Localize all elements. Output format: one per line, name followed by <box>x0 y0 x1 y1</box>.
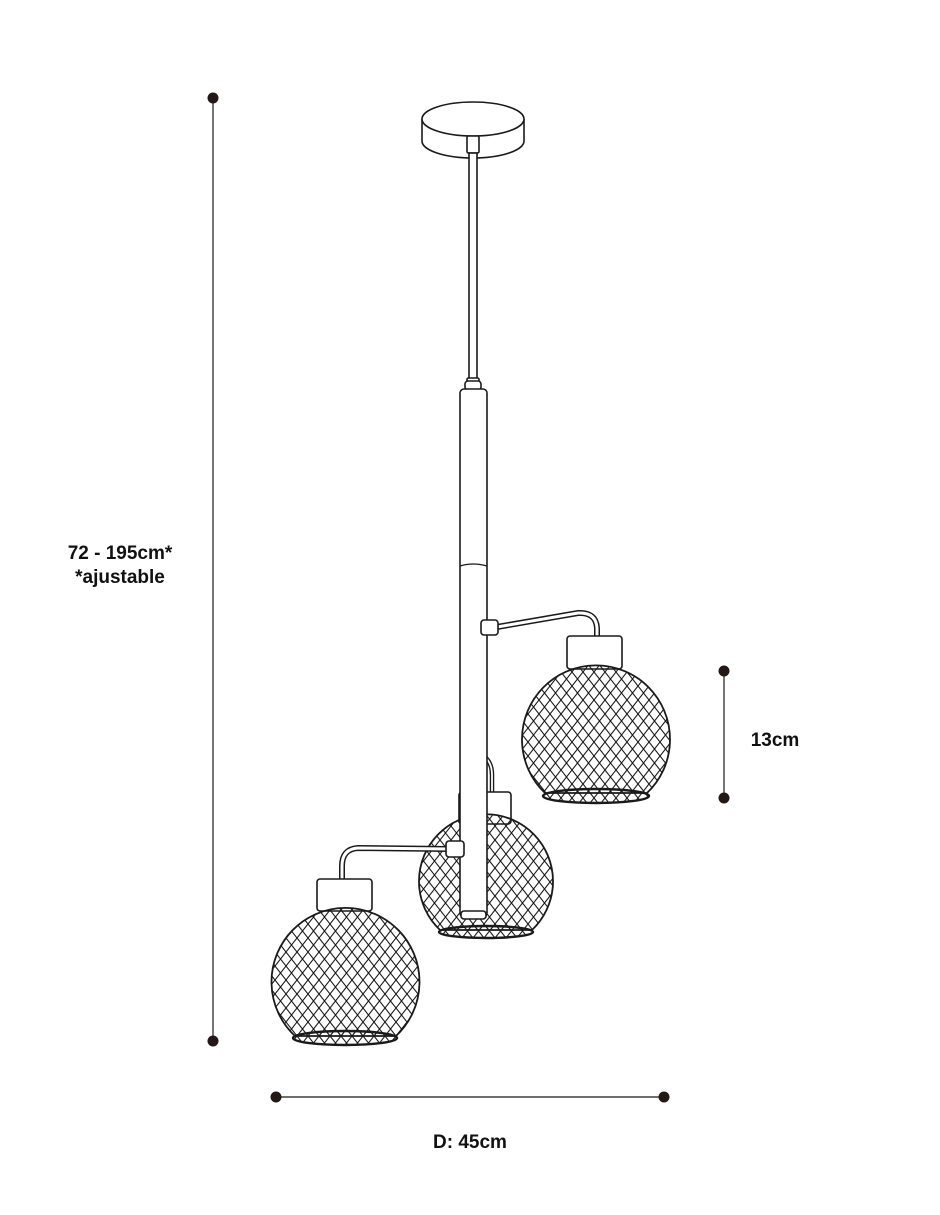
height-dimension-label: 72 - 195cm* *ajustable <box>40 542 200 590</box>
diameter-dimension-left-dot <box>270 1091 282 1103</box>
pendant-lamp <box>270 101 671 1047</box>
shade-dimension-bottom-dot <box>718 792 730 804</box>
shade-dimension-top-dot <box>718 665 730 677</box>
left-lamp-shade-rim <box>291 1029 399 1047</box>
right-lamp-arm-joint <box>480 619 499 636</box>
height-dimension-bottom-dot <box>207 1035 219 1047</box>
left-lamp-socket <box>316 878 373 912</box>
middle-lamp-shade-rim <box>437 924 535 940</box>
diameter-dimension <box>270 1091 670 1103</box>
column-body <box>459 388 488 918</box>
right-lamp-socket <box>566 635 623 670</box>
height-dimension <box>207 92 219 1047</box>
column-bottom-cap <box>460 910 487 920</box>
left-lamp-arm-joint <box>445 840 465 858</box>
canopy-connector <box>466 135 480 154</box>
right-lamp-mesh-shade <box>521 664 671 794</box>
left-lamp-mesh-shade <box>270 907 421 1037</box>
shade-dimension <box>718 665 730 804</box>
left-lamp <box>270 840 465 1047</box>
suspension-rod <box>468 152 478 380</box>
central-column <box>459 380 488 920</box>
height-dimension-top-dot <box>207 92 219 104</box>
column-seam <box>459 563 488 567</box>
shade-height-label: 13cm <box>750 730 800 751</box>
diameter-dimension-right-dot <box>658 1091 670 1103</box>
right-lamp-shade-rim <box>541 787 651 805</box>
height-range-text: 72 - 195cm* <box>67 543 173 564</box>
right-lamp <box>480 609 671 805</box>
height-adjustable-note: *ajustable <box>75 567 165 588</box>
diameter-label: D: 45cm <box>433 1132 507 1153</box>
